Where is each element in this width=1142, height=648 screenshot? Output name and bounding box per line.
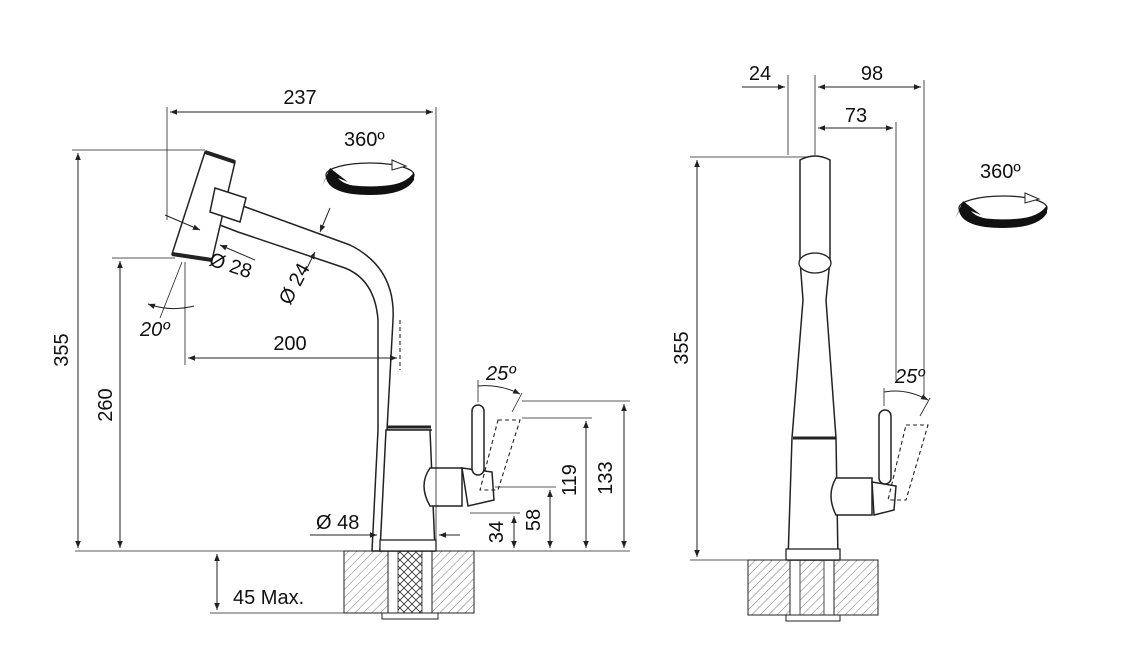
dim-dia-48: Ø 48 [310, 512, 460, 538]
dim-260: 260 [95, 257, 175, 548]
rotation-arrow-icon-front [955, 201, 1047, 228]
rotation-arrow-icon [322, 168, 414, 195]
front-view: 24 98 73 355 360º 25º [671, 63, 1048, 622]
label-119: 119 [559, 464, 581, 496]
dim-angle-25-front: 25º [883, 366, 931, 417]
label-20-deg: 20º [139, 319, 171, 341]
label-98-front: 98 [861, 63, 883, 85]
dim-front-top: 24 98 73 [742, 63, 925, 395]
label-dia-48: Ø 48 [316, 512, 359, 534]
label-34: 34 [486, 521, 508, 543]
side-faucet-body [171, 150, 521, 552]
label-24-front: 24 [749, 63, 771, 85]
label-355-front: 355 [671, 331, 693, 364]
side-rotation-symbol: 360º [322, 129, 415, 195]
front-faucet-body [785, 155, 929, 561]
label-133: 133 [595, 461, 617, 494]
dim-355-front: 355 [671, 156, 808, 557]
label-355-side: 355 [51, 333, 73, 366]
label-360-side: 360º [344, 129, 385, 151]
dim-angle-20: 20º [139, 261, 195, 341]
dim-45-max: 45 Max. [210, 554, 344, 614]
side-countertop [75, 550, 630, 620]
label-dia-28: Ø 28 [206, 249, 254, 283]
label-dia-24: Ø 24 [275, 260, 315, 309]
dim-200: 200 [184, 262, 397, 365]
label-25-side: 25º [485, 363, 517, 385]
dim-lever-heights: 133 119 58 34 [470, 400, 630, 548]
front-countertop [690, 559, 879, 622]
label-58: 58 [523, 509, 545, 531]
front-rotation-symbol: 360º [955, 161, 1048, 228]
dim-237: 237 [166, 87, 437, 540]
label-200: 200 [273, 333, 306, 355]
label-45-max: 45 Max. [233, 587, 304, 609]
label-73-front: 73 [845, 105, 867, 127]
label-260: 260 [95, 388, 117, 421]
label-25-front: 25º [894, 366, 926, 388]
dim-angle-25-side: 25º [477, 363, 523, 413]
label-237: 237 [283, 87, 316, 109]
side-view: 237 360º 355 260 Ø 28 [51, 87, 630, 620]
label-360-front: 360º [980, 161, 1021, 183]
dim-355-side: 355 [51, 149, 205, 548]
